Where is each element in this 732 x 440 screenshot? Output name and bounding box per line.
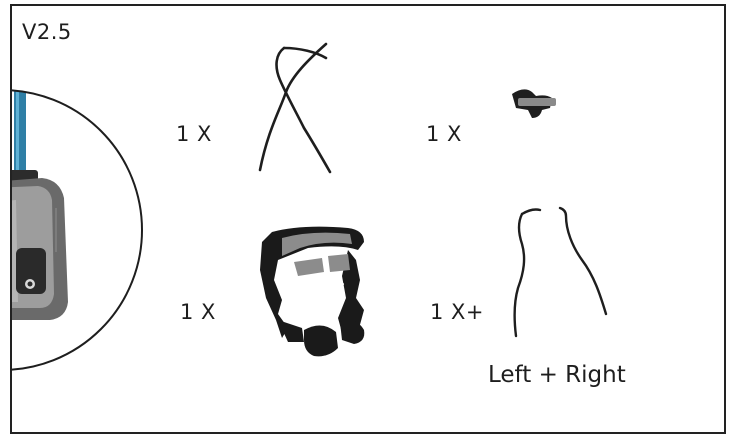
harness-quantity: 1 X: [180, 300, 216, 324]
side-strap-icon: [500, 202, 610, 342]
side-strap-quantity: 1 X+: [430, 300, 484, 324]
strap-icon: [256, 40, 356, 180]
clip-quantity: 1 X: [426, 122, 462, 146]
strap-quantity: 1 X: [176, 122, 212, 146]
harness-frame-icon: [252, 220, 372, 360]
side-strap-caption: Left + Right: [488, 362, 626, 388]
clip-icon: [506, 84, 566, 124]
device-detail-illustration: [10, 4, 202, 434]
instruction-panel: V2.5 1 X: [10, 4, 726, 434]
